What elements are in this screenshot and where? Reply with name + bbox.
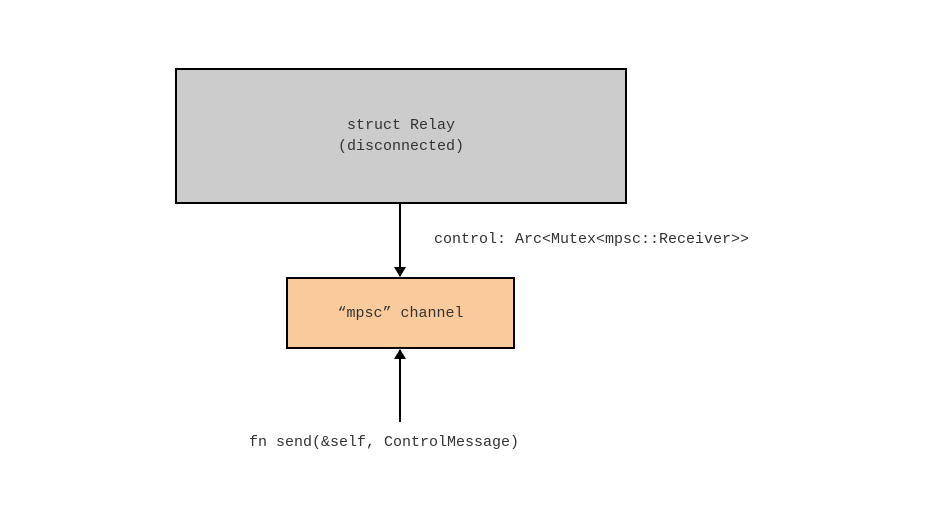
relay-title: struct Relay — [346, 117, 456, 134]
mpsc-channel-box: “mpsc” channel — [286, 277, 515, 349]
control-edge-label: control: Arc<Mutex<mpsc::Receiver>> — [434, 231, 750, 248]
relay-subtitle: (disconnected) — [337, 138, 465, 155]
channel-label: “mpsc” channel — [337, 304, 464, 322]
relay-struct-box: struct Relay (disconnected) — [175, 68, 627, 204]
send-edge-label: fn send(&self, ControlMessage) — [249, 434, 520, 451]
